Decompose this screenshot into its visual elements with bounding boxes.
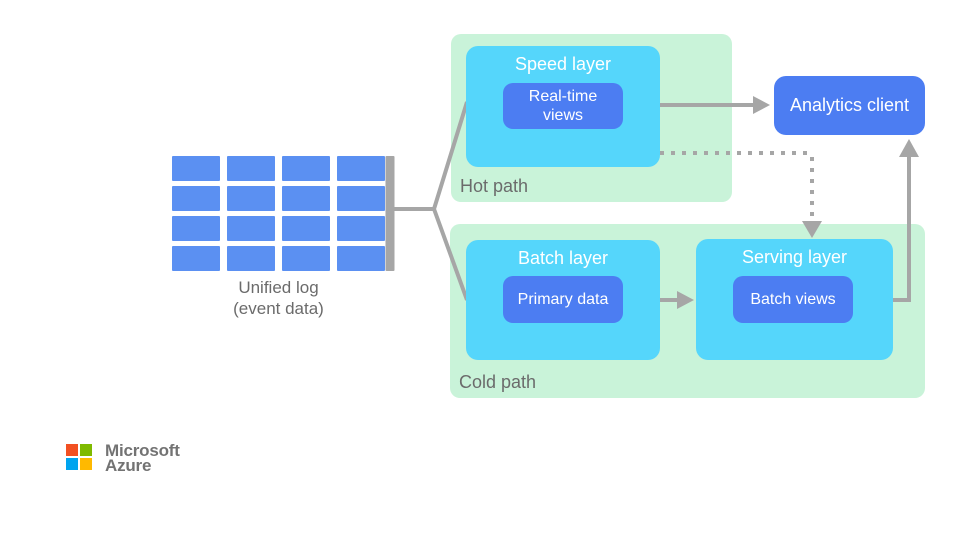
unified-log-label-line2: (event data)	[233, 299, 324, 318]
logo-square-red	[66, 444, 78, 456]
microsoft-azure-wordmark: Microsoft Azure	[105, 441, 180, 475]
batch-views-node: Batch views	[733, 276, 853, 323]
speed-layer-title: Speed layer	[514, 54, 612, 74]
unified-log-grid	[172, 156, 385, 271]
log-cell	[227, 246, 275, 271]
log-cell	[227, 186, 275, 211]
speed-layer-box: Speed layer Real-time views	[466, 46, 660, 167]
speed-to-analytics-arrowhead	[753, 96, 770, 114]
log-cell	[227, 156, 275, 181]
log-cell	[172, 216, 220, 241]
log-cell	[337, 186, 385, 211]
logo-square-blue	[66, 458, 78, 470]
azure-text: Azure	[105, 456, 152, 475]
log-cell	[282, 246, 330, 271]
serving-layer-title: Serving layer	[741, 247, 848, 267]
analytics-client-box: Analytics client	[774, 76, 925, 135]
logo-square-green	[80, 444, 92, 456]
log-cell	[227, 216, 275, 241]
microsoft-azure-logo: Microsoft Azure	[66, 441, 180, 475]
log-cell	[337, 246, 385, 271]
microsoft-logo-icon	[66, 444, 92, 470]
log-cell	[282, 186, 330, 211]
serving-layer-box: Serving layer Batch views	[696, 239, 893, 360]
log-cell	[172, 186, 220, 211]
unified-log-label-line1: Unified log	[238, 278, 319, 297]
primary-data-node: Primary data	[503, 276, 623, 323]
serving-to-analytics-arrowhead	[899, 139, 919, 157]
cold-path-label: Cold path	[459, 372, 537, 392]
log-cell	[337, 216, 385, 241]
unified-log-label: Unified log (event data)	[172, 277, 385, 319]
real-time-views-node: Real-time views	[503, 83, 623, 129]
batch-layer-box: Batch layer Primary data	[466, 240, 660, 360]
log-cell	[172, 156, 220, 181]
microsoft-text: Microsoft	[105, 441, 180, 460]
log-cell	[282, 216, 330, 241]
log-cell	[172, 246, 220, 271]
unified-log-bar	[385, 156, 395, 271]
logo-square-yellow	[80, 458, 92, 470]
log-cell	[282, 156, 330, 181]
batch-layer-title: Batch layer	[517, 248, 609, 268]
hot-path-label: Hot path	[460, 176, 529, 196]
log-cell	[337, 156, 385, 181]
